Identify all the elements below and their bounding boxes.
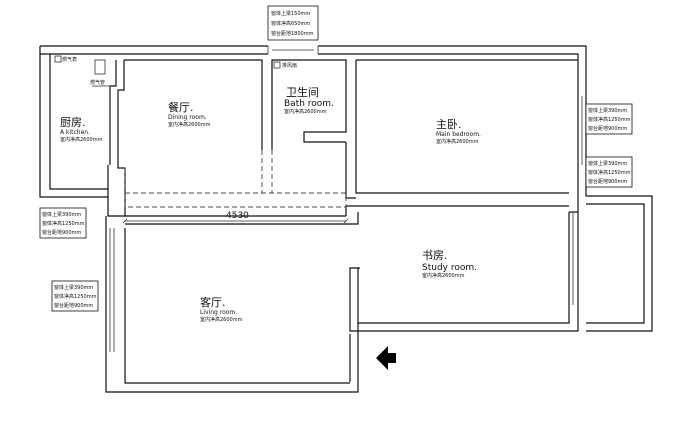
note-left-lower: 窗体上梁390mm 窗体净高1250mm 窗台距地900mm bbox=[51, 280, 99, 312]
bath-cn: 卫生间 bbox=[286, 85, 319, 99]
dining-cn: 餐厅. bbox=[168, 100, 194, 114]
room-study: 书房. Study room. 室内净高2600mm bbox=[422, 249, 477, 279]
note-rl-3: 窗台距地900mm bbox=[588, 178, 627, 185]
study-cn: 书房. bbox=[422, 249, 448, 262]
note-rl-2: 窗体净高1250mm bbox=[588, 169, 631, 176]
note-lu-3: 窗台距地900mm bbox=[42, 229, 81, 236]
entry-arrow bbox=[376, 346, 396, 370]
dining-en: Dining room. bbox=[168, 114, 207, 121]
living-en: Living room. bbox=[200, 309, 237, 316]
fixture-fan-label: 排风扇 bbox=[282, 62, 297, 69]
kitchen-cn: 厨房. bbox=[60, 116, 86, 129]
kitchen-height: 室内净高2600mm bbox=[60, 136, 103, 143]
room-kitchen: 厨房. A kitchen. 室内净高2600mm bbox=[60, 116, 103, 143]
note-rl-1: 窗体上梁390mm bbox=[588, 160, 627, 167]
note-top-2: 窗体净高650mm bbox=[271, 20, 310, 27]
master-height: 室内净高2600mm bbox=[436, 138, 479, 145]
note-right-upper: 窗体上梁390mm 窗体净高1250mm 窗台距地900mm bbox=[585, 103, 633, 135]
note-ru-3: 窗台距地900mm bbox=[588, 125, 627, 132]
note-top-1: 窗体上梁150mm bbox=[271, 10, 310, 17]
note-ru-1: 窗体上梁390mm bbox=[588, 107, 627, 114]
note-left-upper: 窗体上梁390mm 窗体净高1250mm 窗台距地900mm bbox=[39, 207, 87, 239]
note-right-lower: 窗体上梁390mm 窗体净高1250mm 窗台距地900mm bbox=[585, 156, 633, 188]
note-top-3: 窗台距地1800mm bbox=[271, 30, 314, 37]
note-ru-2: 窗体净高1250mm bbox=[588, 116, 631, 123]
dimension-label: 4530 bbox=[226, 211, 249, 221]
study-height: 室内净高2600mm bbox=[422, 272, 465, 279]
note-top: 窗体上梁150mm 窗体净高650mm 窗台距地1800mm bbox=[267, 5, 319, 54]
master-cn: 主卧. bbox=[436, 118, 462, 131]
master-en: Main bedroom. bbox=[436, 131, 481, 138]
room-bath: 卫生间 Bath room. 室内净高2600mm bbox=[284, 85, 334, 115]
interior-walls bbox=[54, 55, 578, 225]
fixture-pipe-label: 燃气管 bbox=[90, 79, 105, 86]
room-living: 客厅. Living room. 室内净高2600mm bbox=[200, 295, 243, 323]
dining-height: 室内净高2600mm bbox=[168, 121, 211, 128]
note-lu-2: 窗体净高1250mm bbox=[42, 220, 85, 227]
study-en: Study room. bbox=[422, 263, 477, 273]
bath-en: Bath room. bbox=[284, 99, 334, 109]
living-cn: 客厅. bbox=[200, 295, 226, 309]
bath-height: 室内净高2600mm bbox=[284, 108, 327, 115]
note-lu-1: 窗体上梁390mm bbox=[42, 211, 81, 218]
dimension-line: 4530 bbox=[122, 211, 349, 224]
kitchen-en: A kitchen. bbox=[60, 129, 90, 136]
note-ll-2: 窗体净高1250mm bbox=[54, 293, 97, 300]
note-ll-3: 窗台距地900mm bbox=[54, 302, 93, 309]
living-height: 室内净高2600mm bbox=[200, 316, 243, 323]
fixture-heater-label: 燃气表 bbox=[62, 56, 77, 63]
room-dining: 餐厅. Dining room. 室内净高2600mm bbox=[168, 100, 211, 128]
room-master-bedroom: 主卧. Main bedroom. 室内净高2600mm bbox=[436, 118, 481, 145]
note-ll-1: 窗体上梁390mm bbox=[54, 284, 93, 291]
dashed-openings bbox=[124, 150, 347, 208]
